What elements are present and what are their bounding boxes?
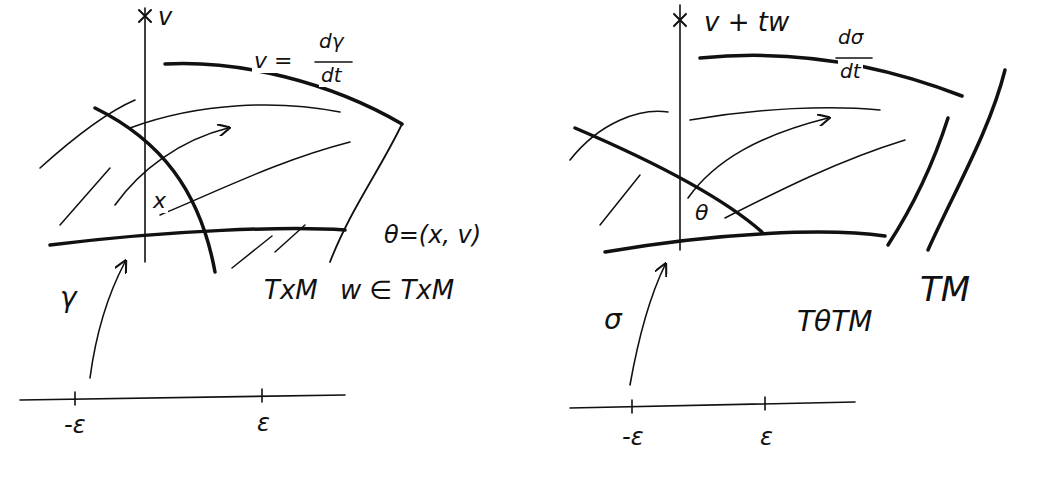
space-label: TθTM [795,306,875,338]
parameter-axis [20,395,345,400]
pair-label: θ=(x, v) [382,222,483,250]
space-label: w ∈ TxM [338,276,456,306]
patch-edge [928,70,1005,250]
tick-mark [632,397,765,413]
fraction-denominator: dt [319,64,344,87]
grid-line [690,108,880,120]
fraction-bar [315,61,352,63]
patch-edge [700,55,962,96]
point-label: θ [693,200,710,225]
patch-edge [95,108,215,272]
cross-mark [674,14,686,26]
grid-line [600,175,640,225]
grid-line [60,168,110,225]
parameter-label: ε [758,424,775,452]
map-arrow [630,265,665,385]
parameter-label: -ε [62,412,88,440]
grid-line [232,236,272,268]
fiber-axis [144,8,146,262]
space-label: TM [918,270,972,309]
patch-edge [605,232,885,252]
fraction-numerator: dσ [836,26,865,49]
tangent-arrow [688,118,828,198]
parameter-label: -ε [620,424,646,452]
patch-edge [888,118,948,245]
curve-label: γ [58,282,79,314]
patch-edge [40,100,135,168]
space-label: TxM [262,276,320,306]
parameter-axis [570,402,855,408]
grid-line [130,105,340,128]
patch-edge [50,229,345,245]
vector-label: v [156,4,174,32]
tick-mark [75,389,262,405]
fraction-numerator: dγ [317,30,346,53]
equation-label: v = [252,48,294,73]
vector-label: v + tw [702,8,791,38]
fraction-bar [836,57,872,59]
map-arrow [90,262,125,378]
grid-line [275,225,305,252]
cross-mark [139,10,151,22]
parameter-label: ε [255,410,272,438]
tangent-arrow [115,128,228,205]
grid-line [160,142,350,215]
curve-label: σ [602,304,624,336]
fraction-denominator: dt [838,60,863,83]
grid-line [725,140,905,218]
fiber-axis [679,5,681,250]
patch-edge [570,111,668,160]
patch-edge [575,128,762,232]
point-label: x [151,188,168,213]
